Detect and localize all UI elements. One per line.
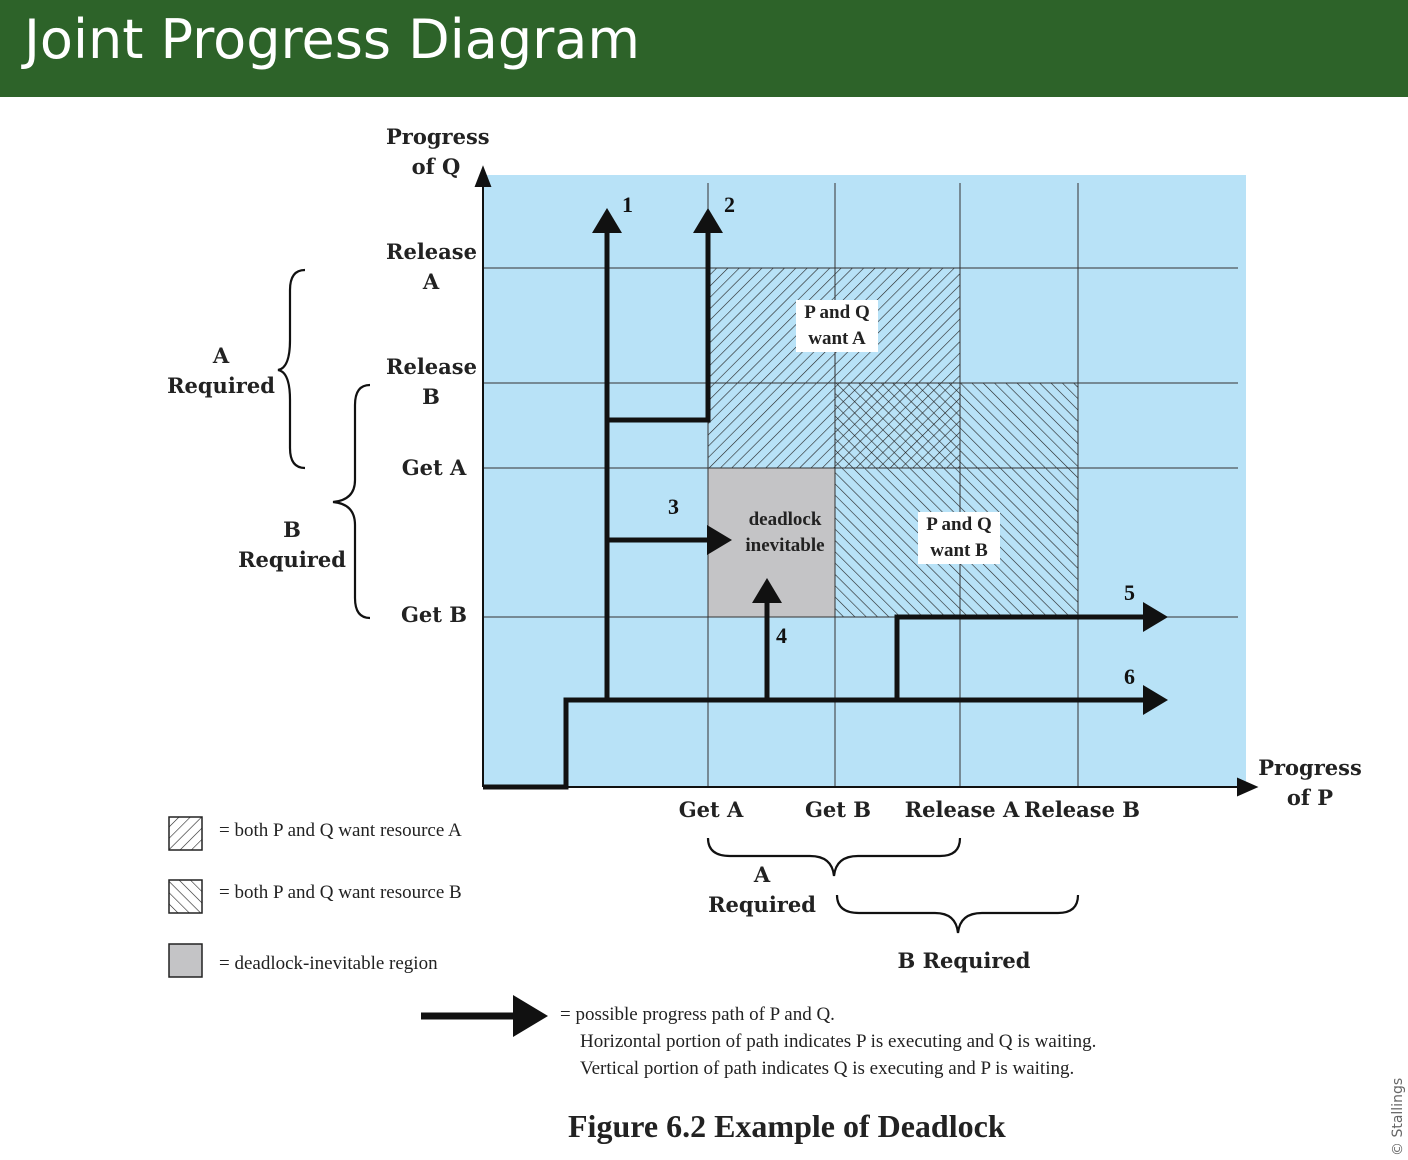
path-label-2: 2 (724, 192, 735, 217)
path-6 (483, 685, 1168, 790)
deadlock-label: deadlock inevitable (745, 509, 825, 556)
want-b-region (835, 383, 1078, 617)
x-tick-release-b: Release B (1024, 797, 1141, 822)
gray-swatch (168, 943, 203, 978)
y-tick-get-b: Get B (400, 602, 468, 627)
path-5 (894, 602, 1168, 700)
slide-title: Joint Progress Diagram (24, 8, 640, 71)
want-a-label: P and Q want A (796, 300, 878, 352)
want-b-label: P and Q want B (918, 512, 1000, 564)
axes (474, 165, 1259, 797)
legend-arrow-2: Horizontal portion of path indicates P i… (580, 1031, 1097, 1052)
legend-swatches (168, 816, 548, 1037)
b-required-q-label: B Required (238, 517, 346, 572)
x-tick-get-a: Get A (678, 797, 744, 822)
copyright-credit: © Stallings (1390, 1077, 1406, 1156)
brace-b-required-p (835, 894, 1080, 934)
hatch-b-swatch (168, 879, 203, 914)
y-tick-get-a: Get A (401, 455, 467, 480)
y-tick-release-a: Release A (386, 239, 477, 294)
a-required-p-label: A Required (708, 862, 816, 917)
brace-a-required-q (277, 268, 306, 470)
brace-a-required-p (706, 837, 962, 877)
figure-caption: Figure 6.2 Example of Deadlock (568, 1108, 1006, 1144)
x-tick-get-b: Get B (804, 797, 872, 822)
brace-b-required-q (332, 383, 371, 620)
path-label-6: 6 (1124, 664, 1135, 689)
path-2 (607, 208, 723, 423)
hatch-a-swatch (168, 816, 203, 851)
x-axis-label: Progress of P (1258, 755, 1362, 810)
path-label-4: 4 (776, 623, 787, 648)
braces (277, 268, 1080, 934)
path-label-1: 1 (622, 192, 633, 217)
legend-gray: = deadlock-inevitable region (219, 953, 438, 974)
x-tick-release-a: Release A (904, 797, 1020, 822)
progress-paths (483, 208, 1168, 790)
y-tick-release-b: Release B (386, 354, 477, 409)
b-required-p-label: B Required (897, 948, 1031, 973)
path-label-5: 5 (1124, 580, 1135, 605)
legend-hatch-b: = both P and Q want resource B (219, 882, 462, 903)
path-label-3: 3 (668, 494, 679, 519)
legend-arrow-1: = possible progress path of P and Q. (560, 1004, 835, 1025)
y-axis-label: Progress of Q (386, 124, 490, 179)
a-required-q-label: A Required (167, 343, 275, 398)
title-bar: Joint Progress Diagram (0, 0, 1408, 97)
legend-arrow-3: Vertical portion of path indicates Q is … (580, 1058, 1075, 1079)
legend-hatch-a: = both P and Q want resource A (219, 820, 462, 841)
